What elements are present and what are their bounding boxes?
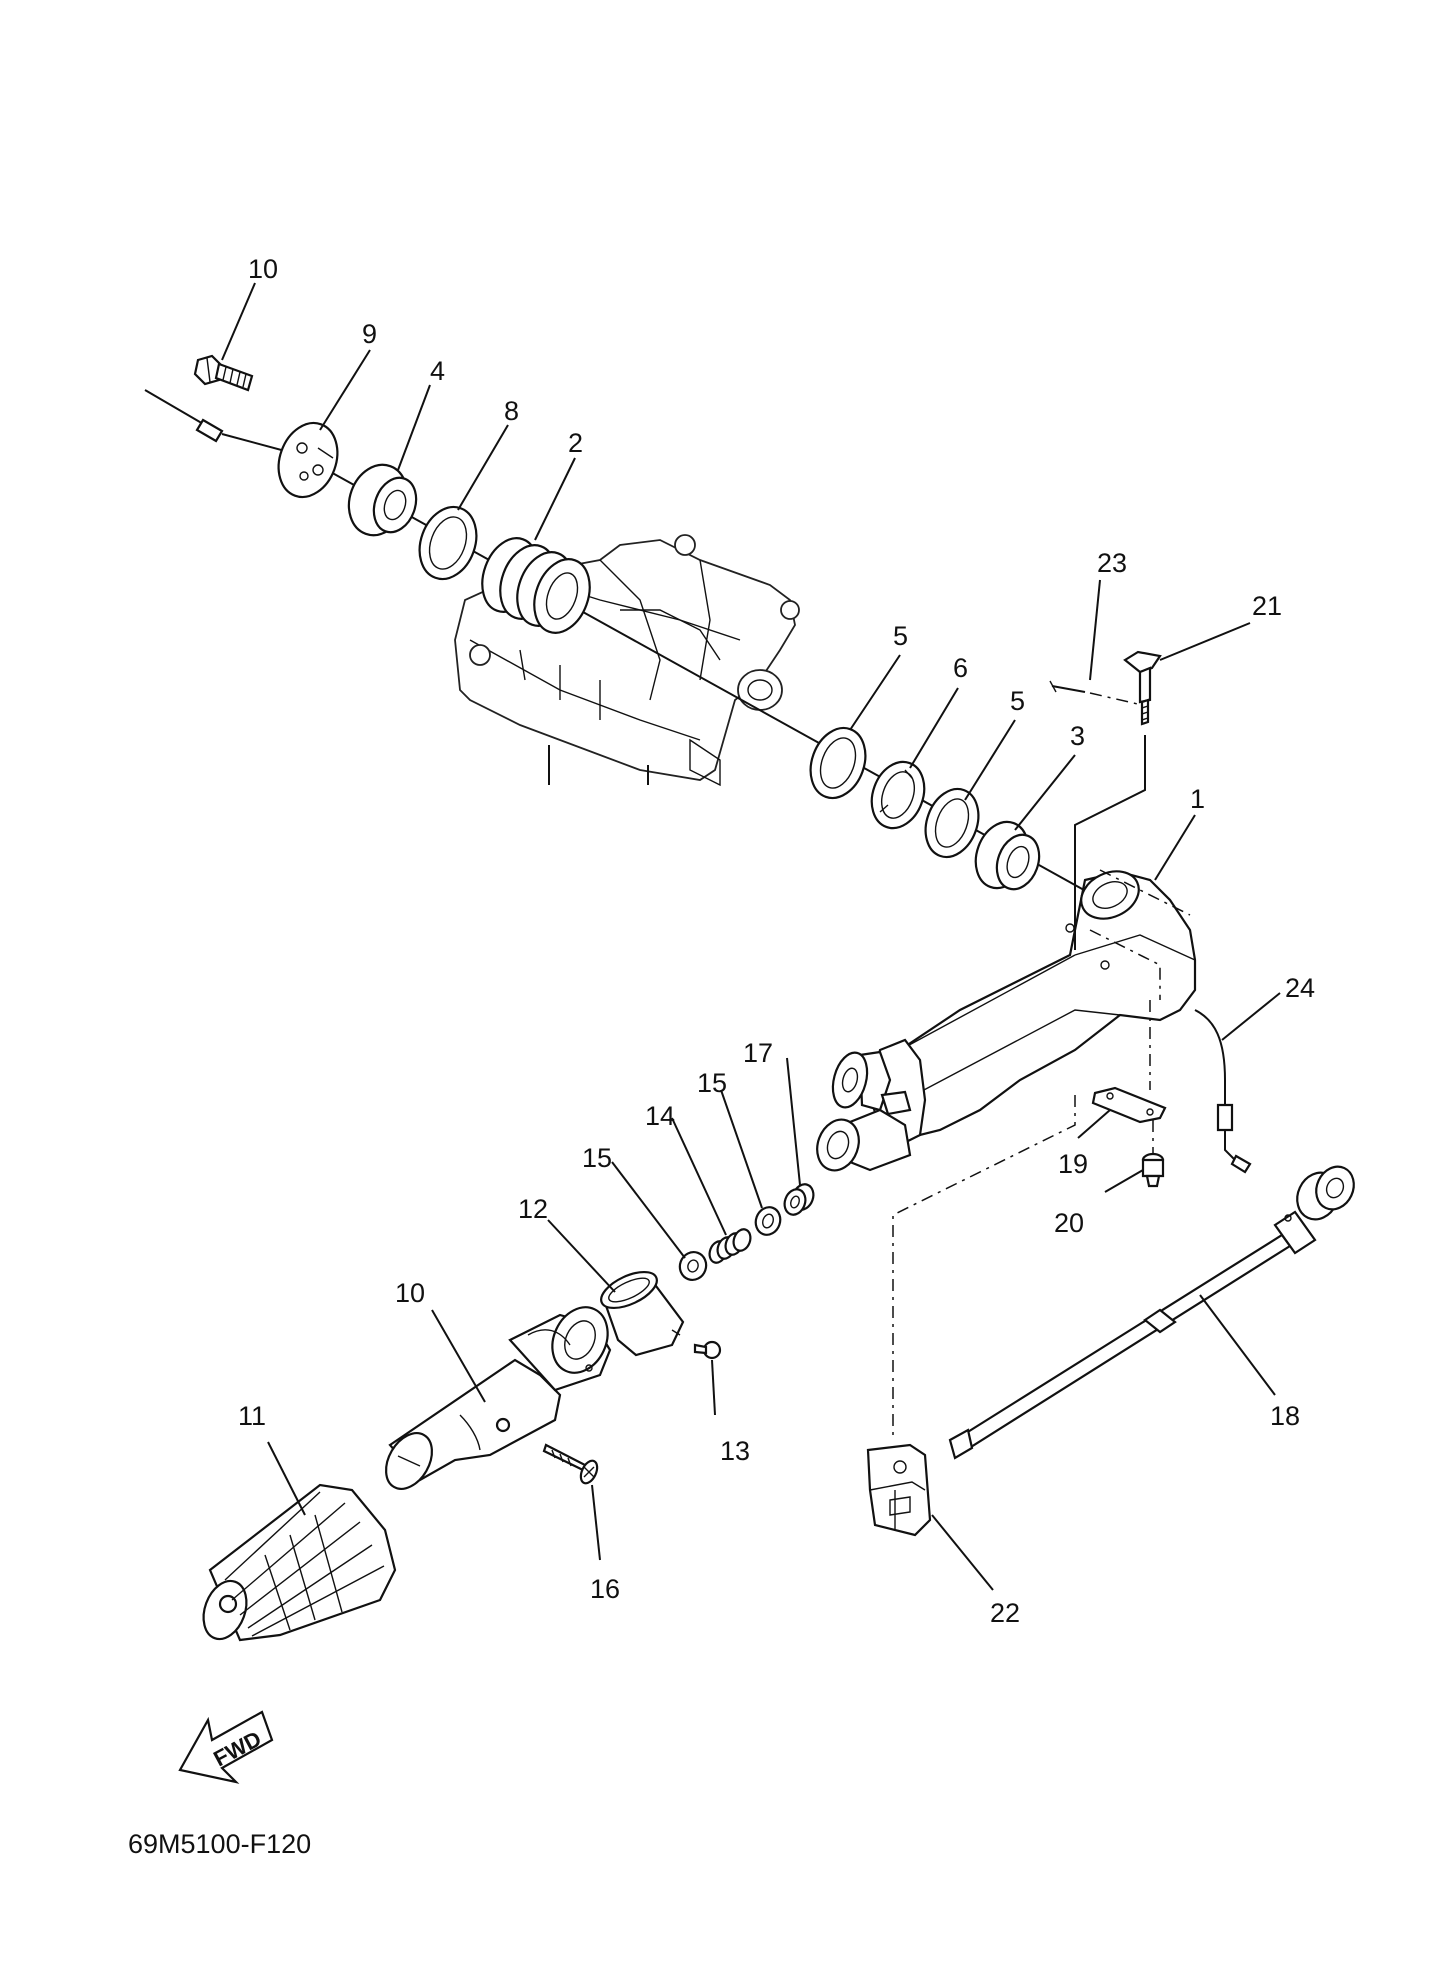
callout-24: 24: [1285, 973, 1315, 1003]
callout-labels: 10 9 4 8 2 23 21 5 6 5 3 1 24 17 15 14 1…: [238, 254, 1315, 1628]
callout-4: 4: [430, 356, 445, 386]
sleeve-17: [783, 1183, 815, 1216]
callout-19: 19: [1058, 1149, 1088, 1179]
steering-handle-bracket-1: [816, 869, 1197, 1172]
callout-1: 1: [1190, 784, 1205, 814]
sleeve-12: [600, 1270, 685, 1357]
throttle-rod-18: [948, 1165, 1355, 1460]
plate-19: [1091, 1086, 1167, 1124]
callout-15a: 15: [697, 1068, 727, 1098]
callout-10: 10: [395, 1278, 425, 1308]
pin-13: [693, 1340, 722, 1360]
split-ring-6: [870, 760, 926, 830]
callout-3: 3: [1070, 721, 1085, 751]
forward-direction-arrow-icon: FWD: [178, 1710, 274, 1784]
callout-6: 6: [953, 653, 968, 683]
callout-8: 9: [362, 319, 377, 349]
pin-23: [1049, 680, 1086, 693]
callout-15b: 15: [582, 1143, 612, 1173]
wing-screw-21: [1089, 650, 1162, 726]
callout-11: 11: [238, 1401, 266, 1431]
callout-14: 14: [645, 1101, 675, 1131]
spring-14: [708, 1228, 752, 1264]
callout-13: 13: [720, 1436, 750, 1466]
callout-5a: 5: [893, 621, 908, 651]
callout-7: 8: [504, 396, 519, 426]
leader-lines: [221, 282, 1281, 1591]
callout-23: 23: [1097, 548, 1127, 578]
washer-5-upper: [809, 726, 867, 800]
callout-9: 10: [248, 254, 278, 284]
callout-5b: 5: [1010, 686, 1025, 716]
block-22: [866, 1443, 932, 1537]
callout-18: 18: [1270, 1401, 1300, 1431]
washer-15-lower: [678, 1251, 708, 1281]
callout-22: 22: [990, 1598, 1020, 1628]
washer-7: [418, 505, 478, 581]
callout-21: 21: [1252, 591, 1282, 621]
throttle-grip-11: [202, 1483, 397, 1642]
screw-16: [542, 1443, 599, 1485]
collar-4: [347, 463, 418, 537]
callout-12: 12: [518, 1194, 548, 1224]
flange-plate-8: [277, 421, 339, 499]
callout-2: 2: [568, 428, 583, 458]
grip-shaft-10: [384, 1306, 612, 1490]
washer-15-upper: [754, 1206, 782, 1236]
washer-5-lower: [924, 787, 980, 859]
callout-17: 17: [743, 1038, 773, 1068]
bolt-9: [193, 354, 254, 392]
callout-20: 20: [1054, 1208, 1084, 1238]
drawing-code: 69M5100-F120: [128, 1829, 311, 1859]
screw-20: [1141, 1120, 1165, 1188]
spring-2: [481, 537, 591, 634]
callout-16: 16: [590, 1574, 620, 1604]
collar-3: [974, 820, 1041, 891]
stop-cable-24: [1194, 1009, 1252, 1174]
